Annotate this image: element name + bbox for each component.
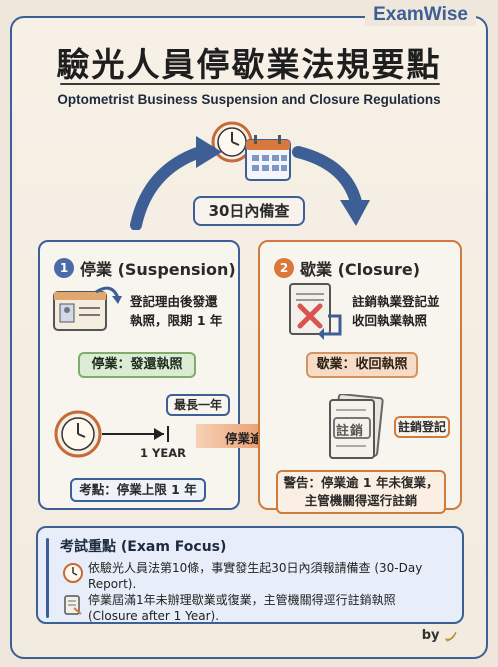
one-year-label: 1 YEAR xyxy=(140,446,186,460)
cancel-stamp-text: 註銷 xyxy=(336,424,365,439)
clock-icon xyxy=(63,563,83,583)
max-duration-label: 最長一年 xyxy=(166,394,230,416)
focus-item-1-line1: 依驗光人員法第10條，事實發生起30日內須報請備查 (30-Day xyxy=(88,561,423,575)
focus-item-2-line1: 停業屆滿1年未辦理歇業或復業，主管機關得逕行註銷執照 xyxy=(88,593,396,607)
suspension-desc-line2: 執照，限期 1 年 xyxy=(130,313,223,328)
suspension-heading: 1 停業 (Suspension) xyxy=(54,256,236,280)
suspension-desc: 登記理由後發還 執照，限期 1 年 xyxy=(130,292,222,330)
step-number-1: 1 xyxy=(54,258,74,278)
focus-item-1-line2: Report). xyxy=(88,577,137,591)
focus-accent-bar xyxy=(46,538,49,618)
closure-heading: 2 歇業 (Closure) xyxy=(274,256,420,280)
focus-item-2: 停業屆滿1年未辦理歇業或復業，主管機關得逕行註銷執照 (Closure afte… xyxy=(88,592,448,624)
report-deadline-label: 30日內備查 xyxy=(193,196,305,226)
suspension-exam-note: 考點：停業上限 1 年 xyxy=(70,478,206,502)
focus-item-2-line2: (Closure after 1 Year). xyxy=(88,609,220,623)
stamped-document-icon xyxy=(329,394,384,459)
page-subtitle: Optometrist Business Suspension and Clos… xyxy=(57,92,441,107)
closure-warning: 警告：停業逾 1 年未復業， 主管機關得逕行註銷 xyxy=(276,470,446,514)
byline-text: by xyxy=(421,628,440,643)
page-title: 驗光人員停歇業法規要點 xyxy=(56,45,442,84)
exam-focus-box: 考試重點 (Exam Focus) 依驗光人員法第10條，事實發生起30日內須報… xyxy=(36,526,464,624)
closure-desc-line1: 註銷執業登記並 xyxy=(352,294,440,309)
closure-warning-line2: 主管機關得逕行註銷 xyxy=(304,493,418,508)
clock-calendar-icon xyxy=(211,121,291,181)
step-number-2: 2 xyxy=(274,258,294,278)
closure-warning-line1: 警告：停業逾 1 年未復業， xyxy=(283,475,439,490)
cancel-registration-label: 註銷登記 xyxy=(394,416,450,438)
closure-desc-line2: 收回執業執照 xyxy=(352,313,428,328)
document-icon xyxy=(64,595,82,615)
suspension-tag: 停業：發還執照 xyxy=(78,352,196,378)
closure-title: 歇業 (Closure) xyxy=(300,260,421,279)
closure-desc: 註銷執業登記並 收回執業執照 xyxy=(352,292,440,330)
flow-arrows-icon xyxy=(130,136,370,230)
byline: by xyxy=(422,628,458,643)
suspension-title: 停業 (Suspension) xyxy=(80,260,236,279)
closure-tag: 歇業：收回執照 xyxy=(306,352,418,378)
cancelled-document-icon xyxy=(289,283,342,340)
timeline-line xyxy=(102,426,169,442)
license-card-icon xyxy=(53,286,122,331)
banana-icon xyxy=(444,631,457,642)
focus-item-1: 依驗光人員法第10條，事實發生起30日內須報請備查 (30-Day Report… xyxy=(88,560,448,592)
brand-logo: ExamWise xyxy=(365,4,476,26)
suspension-desc-line1: 登記理由後發還 xyxy=(130,294,218,309)
timer-clock-icon xyxy=(54,410,102,458)
exam-focus-title: 考試重點 (Exam Focus) xyxy=(60,539,227,555)
title-underline xyxy=(60,83,440,85)
